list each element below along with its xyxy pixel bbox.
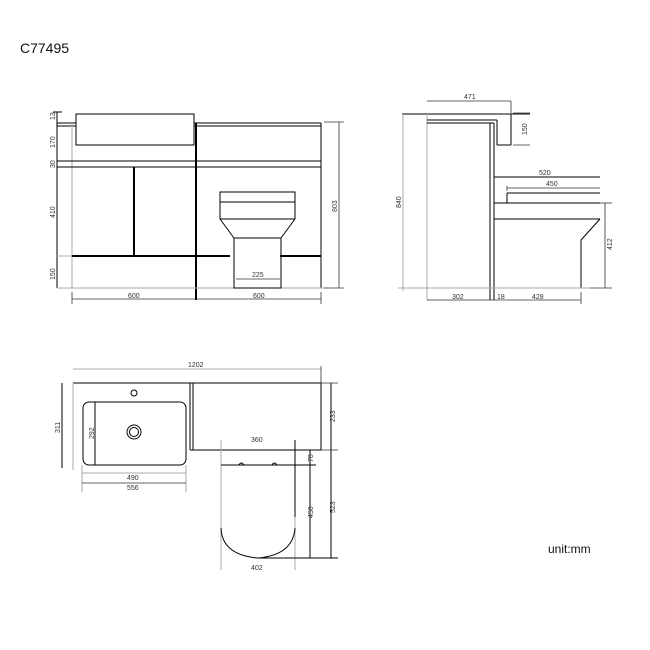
dim-plan-seat-length: 450 <box>308 506 315 518</box>
dim-front-basin-width: 600 <box>128 293 140 300</box>
dim-plan-pan-width: 402 <box>251 565 263 572</box>
dim-plan-basin-depth: 311 <box>55 422 62 433</box>
dim-side-pan-base-depth: 428 <box>532 294 544 301</box>
dim-side-seat-length: 450 <box>546 181 558 188</box>
dim-front-410: 410 <box>50 206 57 218</box>
dim-side-top-height: 150 <box>522 123 529 135</box>
front-view: 13 170 30 410 150 803 600 600 225 <box>50 111 344 304</box>
dim-plan-total-depth: 523 <box>330 501 337 513</box>
dim-plan-pan-width-top: 360 <box>251 437 263 444</box>
dim-plan-bowl-depth: 292 <box>89 427 96 439</box>
dim-plan-total-width: 1202 <box>188 362 204 369</box>
dim-side-top-depth: 471 <box>464 94 476 101</box>
dim-front-13: 13 <box>50 112 57 120</box>
plan-view: 1202 311 292 490 556 233 360 70 450 523 … <box>55 362 338 572</box>
dim-front-wc-width: 600 <box>253 293 265 300</box>
side-view: 471 150 840 520 450 412 302 18 428 <box>396 94 614 304</box>
dim-front-pan-base: 225 <box>252 272 264 279</box>
dim-front-150: 150 <box>50 268 57 280</box>
dim-plan-bowl-width: 490 <box>127 475 139 482</box>
dim-side-gap: 18 <box>497 294 505 301</box>
dim-side-pan-length: 520 <box>539 170 551 177</box>
dim-side-cabinet-depth: 302 <box>452 294 464 301</box>
dim-plan-seat-gap: 70 <box>308 454 315 462</box>
dim-plan-cistern-depth: 233 <box>330 410 337 422</box>
product-code: C77495 <box>20 40 70 56</box>
dim-side-pan-height: 412 <box>607 238 614 250</box>
dim-front-total-height: 803 <box>332 200 339 212</box>
dim-side-total-height: 840 <box>396 196 403 208</box>
dim-front-30: 30 <box>50 160 57 168</box>
unit-label: unit:mm <box>548 542 591 556</box>
dim-plan-basin-width: 556 <box>127 485 139 492</box>
dim-front-170: 170 <box>50 136 57 148</box>
